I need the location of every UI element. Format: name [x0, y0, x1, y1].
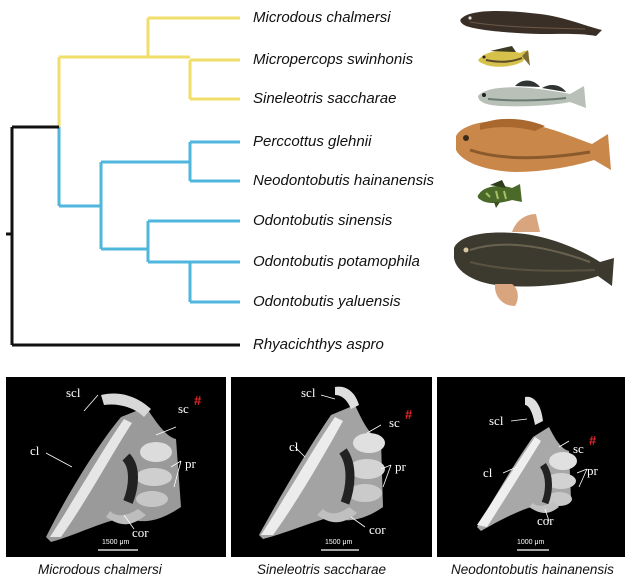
taxon-label: Sineleotris saccharae: [253, 90, 396, 107]
hash-mark: #: [589, 433, 596, 448]
taxon-label: Neodontobutis hainanensis: [253, 172, 434, 189]
pr-label: pr: [395, 459, 406, 475]
sc-label: sc: [389, 415, 400, 431]
taxon-label: Odontobutis yaluensis: [253, 293, 401, 310]
panel-caption: Sineleotris saccharae: [257, 562, 386, 577]
pr-label: pr: [185, 456, 196, 472]
scl-label: scl: [301, 385, 315, 401]
taxon-label: Perccottus glehnii: [253, 133, 371, 150]
scl-label: scl: [66, 385, 80, 401]
fish-neodontobutis-image: [478, 180, 522, 208]
yellow-clade-branches: [59, 18, 240, 127]
outgroup-branches: [6, 127, 240, 345]
cor-label: cor: [537, 513, 554, 529]
taxon-label: Micropercops swinhonis: [253, 51, 413, 68]
ct-scan-panel-2: scl sc # cl pr cor 1500 μm: [231, 377, 432, 557]
taxon-label: Odontobutis potamophila: [253, 253, 420, 270]
scale-bar-label: 1000 μm: [517, 539, 544, 546]
ct-scan-panel-3: scl sc # cl pr cor 1000 μm: [437, 377, 625, 557]
pr-label: pr: [587, 463, 598, 479]
fish-odontobutis-image: [454, 214, 614, 306]
fish-perccottus-image: [456, 119, 611, 172]
cor-label: cor: [369, 522, 386, 538]
cl-label: cl: [289, 439, 298, 455]
sc-label: sc: [573, 441, 584, 457]
cor-label: cor: [132, 525, 149, 541]
sc-label: sc: [178, 401, 189, 417]
scale-bar-label: 1500 μm: [325, 539, 352, 546]
taxon-label: Rhyacichthys aspro: [253, 336, 384, 353]
blue-clade-branches: [59, 127, 240, 302]
scale-bar-label: 1500 μm: [102, 539, 129, 546]
hash-mark: #: [405, 407, 412, 422]
scl-label: scl: [489, 413, 503, 429]
taxon-label: Odontobutis sinensis: [253, 212, 392, 229]
fish-micropercops-image: [478, 46, 530, 67]
cl-label: cl: [483, 465, 492, 481]
panel-caption: Microdous chalmersi: [38, 562, 162, 577]
taxon-label: Microdous chalmersi: [253, 9, 391, 26]
panel-caption: Neodontobutis hainanensis: [451, 562, 614, 577]
fish-sineleotris-image: [478, 80, 586, 108]
ct-scan-panel-1: scl sc # cl pr cor 1500 μm: [6, 377, 226, 557]
hash-mark: #: [194, 393, 201, 408]
fish-microdous-image: [460, 11, 602, 36]
cl-label: cl: [30, 443, 39, 459]
